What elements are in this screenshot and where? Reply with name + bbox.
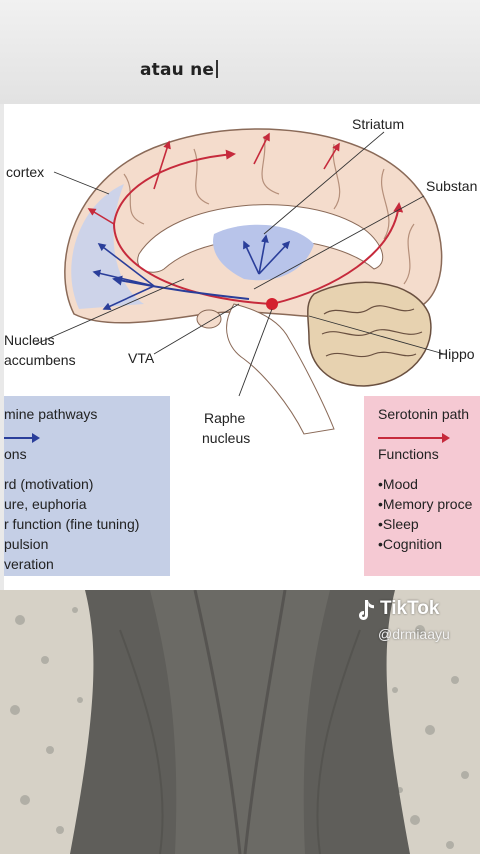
tiktok-brand: TikTok [380,598,440,619]
brainstem [226,303,335,435]
serotonin-item: •Cognition [378,536,443,552]
serotonin-arrow-icon [378,433,450,443]
serotonin-functions-header: Functions [378,446,439,462]
video-background [0,590,480,854]
label-cortex: cortex [6,164,45,180]
dopamine-item: rd (motivation) [4,476,94,492]
cerebellum [307,281,432,387]
dopamine-item: pulsion [4,536,49,552]
dopamine-item: veration [4,556,54,572]
label-raphe: Raphe [204,410,246,426]
dopamine-title: mine pathways [4,406,98,422]
dopamine-functions-header: ons [4,446,27,462]
top-band [0,0,480,104]
label-vta: VTA [128,350,155,366]
dopamine-item: ure, euphoria [4,496,87,512]
text-cursor [216,60,219,78]
label-raphe-nucleus: nucleus [202,430,251,446]
person-in-hijab [0,590,480,854]
raphe-nucleus-dot [266,298,278,310]
serotonin-item: •Sleep [378,516,419,532]
serotonin-title: Serotonin path [378,406,470,422]
dopamine-arrow-icon [4,433,40,443]
label-striatum: Striatum [352,116,405,132]
brain-diagram: Striatum cortex Substan Nucleus accumben… [4,104,480,590]
serotonin-box: Serotonin path Functions •Mood •Memory p… [364,396,480,576]
dopamine-item: r function (fine tuning) [4,516,140,532]
caption-text: atau ne [140,60,219,80]
label-accumbens: accumbens [4,352,76,368]
tiktok-logo-icon [359,600,374,620]
label-nucleus: Nucleus [4,332,55,348]
label-hippocampus: Hippo [438,346,475,362]
serotonin-item: •Mood [378,476,418,492]
serotonin-item: •Memory proce [378,496,473,512]
label-substantia: Substan [426,178,478,194]
brain-illustration [35,128,445,435]
dopamine-box: mine pathways ons rd (motivation) ure, e… [4,396,170,576]
tiktok-handle: @drmiaayu [378,626,450,642]
